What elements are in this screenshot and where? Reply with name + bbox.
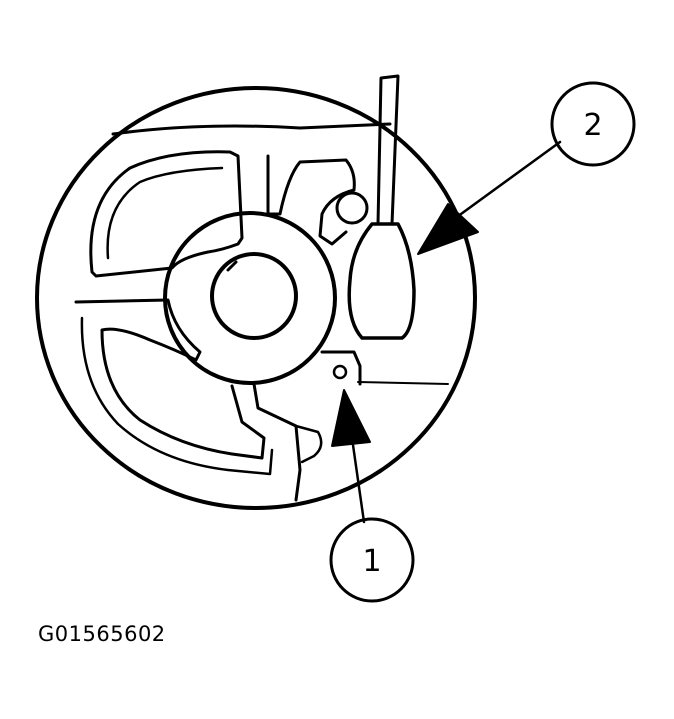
locating-hole-upper bbox=[335, 191, 369, 225]
callout-2-leader bbox=[448, 140, 562, 224]
plate-right-ridge bbox=[357, 381, 449, 385]
lower-spoke bbox=[252, 382, 302, 502]
lower-spoke-edge bbox=[294, 424, 323, 464]
locating-hole-lower bbox=[332, 364, 348, 380]
tool-shaft bbox=[376, 74, 400, 226]
plate-top-ridge bbox=[111, 122, 392, 136]
upper-left-cavity-inner bbox=[106, 166, 224, 260]
callout-1-leader bbox=[350, 436, 366, 524]
callout-1-circle bbox=[329, 517, 415, 603]
outer-plate bbox=[35, 86, 477, 510]
lower-left-cavity-inner bbox=[80, 316, 274, 476]
callout-2-circle bbox=[550, 81, 636, 167]
lower-bracket bbox=[320, 350, 362, 386]
center-bore-notch bbox=[226, 260, 238, 272]
center-bore bbox=[210, 252, 298, 340]
callout-1-arrowhead bbox=[331, 389, 371, 447]
tool-handle bbox=[347, 222, 416, 340]
upper-left-cavity bbox=[89, 150, 244, 278]
figure-id-label: G01565602 bbox=[38, 622, 166, 646]
upper-right-pocket bbox=[266, 154, 356, 246]
lower-left-cavity bbox=[74, 298, 266, 460]
central-hub bbox=[163, 211, 337, 385]
callout-1-label: 1 bbox=[362, 544, 381, 579]
callout-2-arrowhead bbox=[417, 203, 479, 255]
callout-2-label: 2 bbox=[583, 108, 602, 143]
